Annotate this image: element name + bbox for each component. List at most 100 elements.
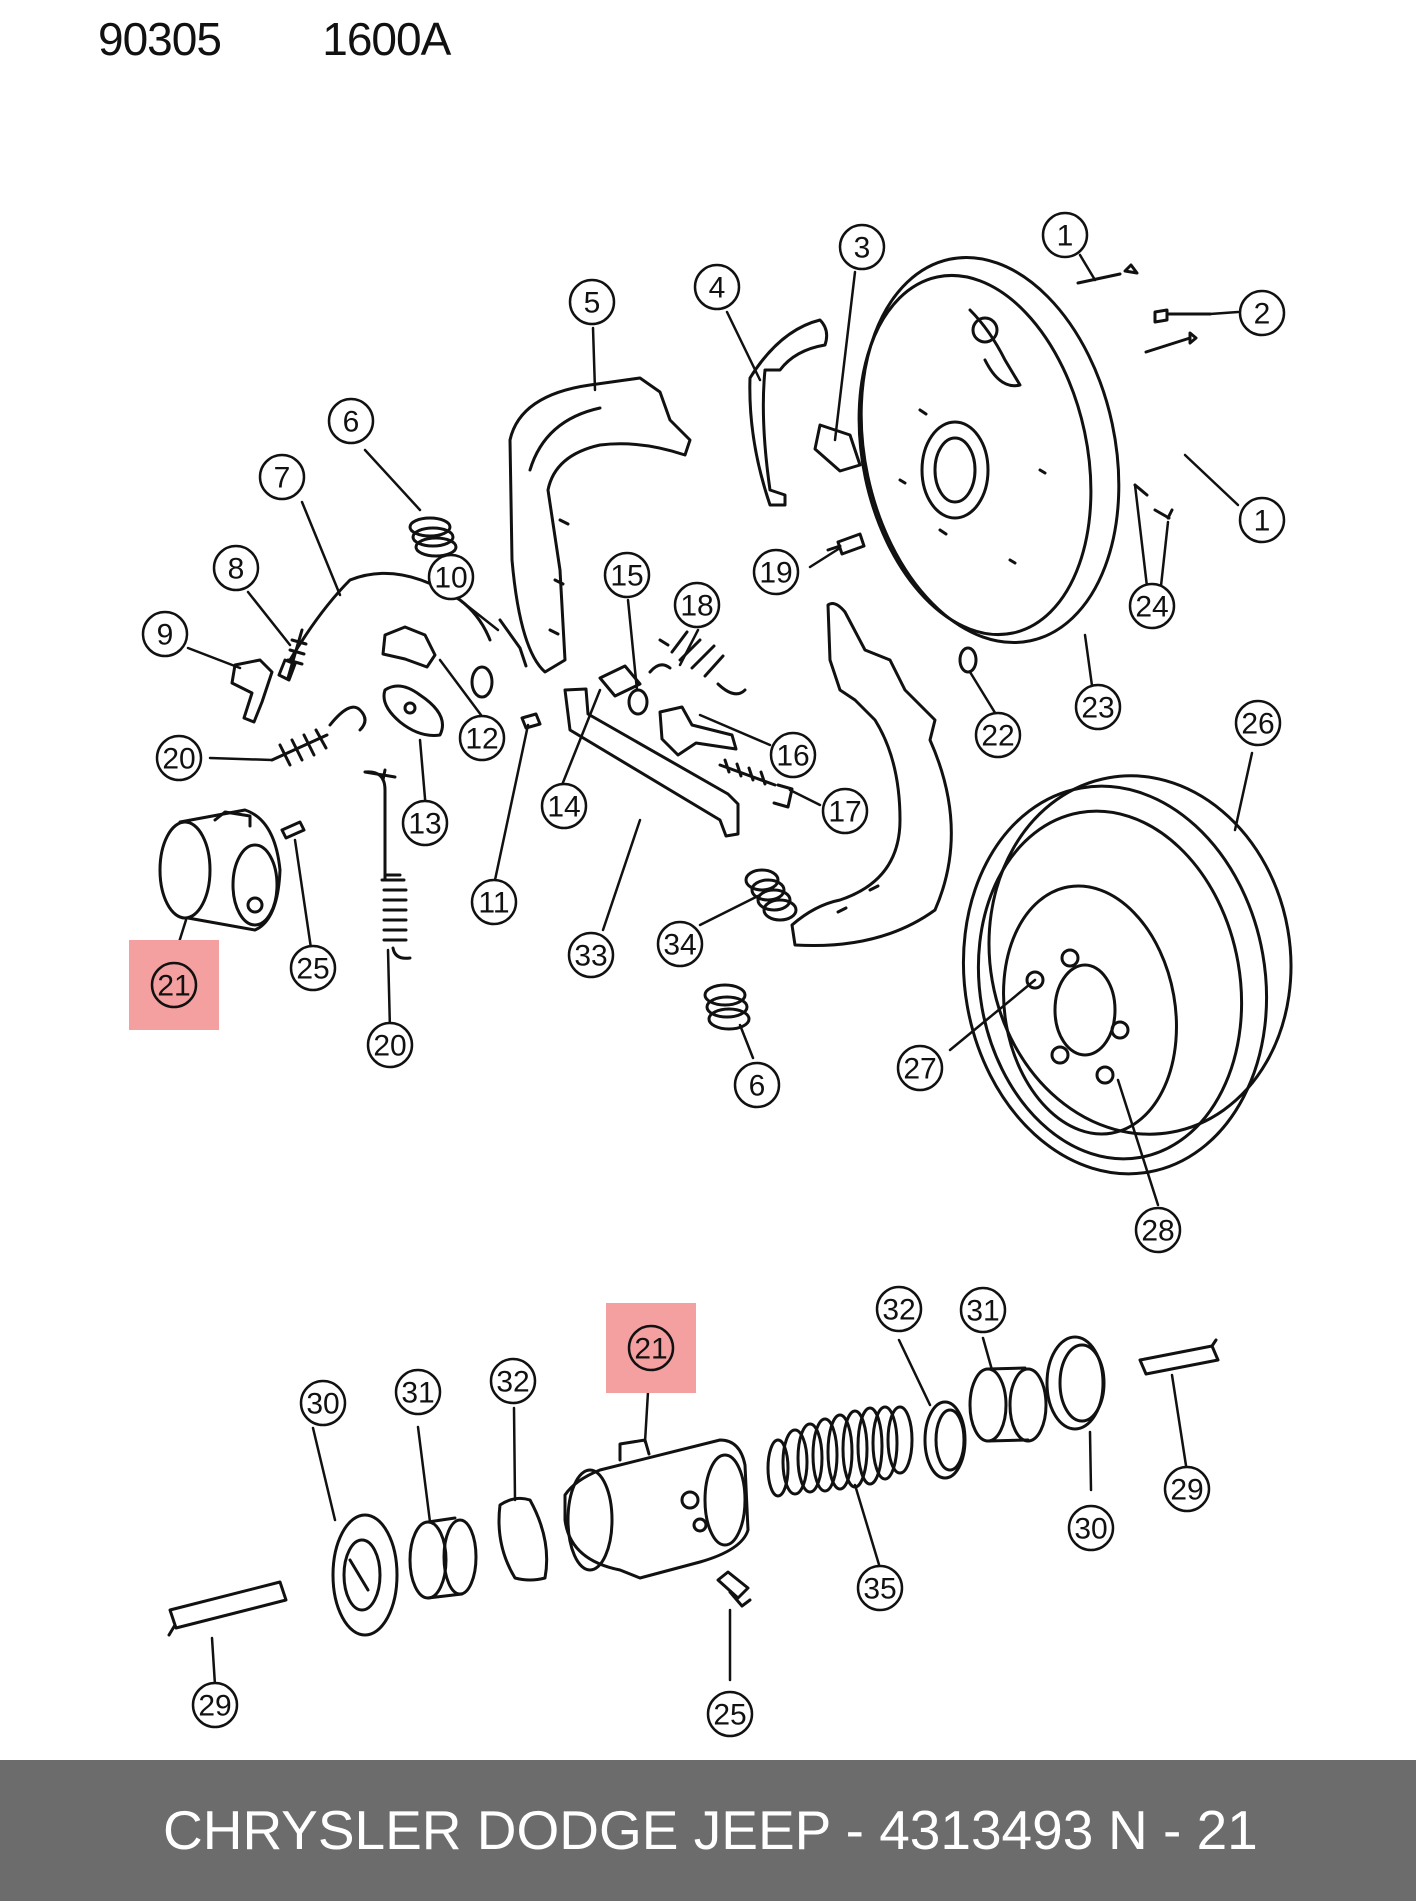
callout-11: 11 — [470, 878, 518, 926]
callout-label: 31 — [401, 1377, 434, 1410]
callout-circle — [401, 799, 449, 847]
callout-1: 1 — [1238, 496, 1286, 544]
callout-30: 30 — [299, 1379, 347, 1427]
document-code: 90305 1600A — [98, 13, 451, 65]
callout-circle — [427, 553, 475, 601]
callout-label: 8 — [228, 553, 245, 586]
callout-label: 7 — [274, 462, 291, 495]
callout-20: 20 — [155, 734, 203, 782]
callout-circle — [1067, 1504, 1115, 1552]
wheel-cylinder-exploded — [167, 1335, 1220, 1637]
callout-circle — [1234, 699, 1282, 747]
callout-circle — [856, 1564, 904, 1612]
callout-20: 20 — [366, 1021, 414, 1069]
callout-label: 1 — [1057, 220, 1074, 253]
callout-circle — [769, 731, 817, 779]
callout-label: 30 — [306, 1388, 339, 1421]
callout-8: 8 — [212, 544, 260, 592]
callout-label: 17 — [828, 796, 861, 829]
callout-circle — [959, 1286, 1007, 1334]
callout-1: 1 — [1041, 211, 1089, 259]
callout-label: 25 — [713, 1699, 746, 1732]
callout-circle — [567, 931, 615, 979]
callout-18: 18 — [673, 581, 721, 629]
callout-circle — [191, 1681, 239, 1729]
callout-13: 13 — [401, 799, 449, 847]
callout-label: 2 — [1254, 298, 1271, 331]
callout-circle — [752, 548, 800, 596]
callout-label: 32 — [496, 1366, 529, 1399]
callout-21: 21 — [129, 940, 219, 1030]
callout-circle — [141, 610, 189, 658]
part-title: CHRYSLER DODGE JEEP - 4313493 — [163, 1799, 1094, 1861]
callout-circle — [1041, 211, 1089, 259]
callout-5: 5 — [568, 278, 616, 326]
callout-circle — [656, 920, 704, 968]
callout-label: 6 — [749, 1070, 766, 1103]
brake-drum — [961, 774, 1293, 1176]
callout-10: 10 — [427, 553, 475, 601]
callout-32: 32 — [489, 1357, 537, 1405]
callout-29: 29 — [191, 1681, 239, 1729]
callout-circle — [212, 544, 260, 592]
callout-circle — [1163, 1465, 1211, 1513]
callout-9: 9 — [141, 610, 189, 658]
callout-circle — [327, 397, 375, 445]
callout-label: 22 — [981, 720, 1014, 753]
callout-35: 35 — [856, 1564, 904, 1612]
callout-4: 4 — [693, 263, 741, 311]
hold-down-spring-top — [408, 516, 458, 558]
brake-assembly-diagram: 1234567891011518192412201314161722232611… — [129, 211, 1293, 1738]
callout-30: 30 — [1067, 1504, 1115, 1552]
callout-circle — [1238, 289, 1286, 337]
callout-label: 23 — [1081, 692, 1114, 725]
callout-25: 25 — [706, 1690, 754, 1738]
callout-2: 2 — [1238, 289, 1286, 337]
callout-circle — [896, 1044, 944, 1092]
callout-17: 17 — [821, 787, 869, 835]
callout-31: 31 — [959, 1286, 1007, 1334]
callout-label: 3 — [854, 232, 871, 265]
callout-circle — [627, 1324, 675, 1372]
callout-31: 31 — [394, 1368, 442, 1416]
callout-19: 19 — [752, 548, 800, 596]
callout-circle — [875, 1285, 923, 1333]
callout-label: 6 — [343, 406, 360, 439]
callout-label: 18 — [680, 590, 713, 623]
backing-plate — [857, 255, 1121, 645]
callout-circle — [838, 223, 886, 271]
hold-down-spring-bottom — [703, 983, 751, 1031]
callout-label: 14 — [547, 791, 580, 824]
callout-32: 32 — [875, 1285, 923, 1333]
callout-circle — [289, 944, 337, 992]
callout-label: 9 — [157, 619, 174, 652]
callout-label: 29 — [1170, 1474, 1203, 1507]
page-reference: N - 21 — [1108, 1799, 1258, 1861]
callout-circle — [1238, 496, 1286, 544]
callout-circle — [693, 263, 741, 311]
callout-highlight — [606, 1303, 696, 1393]
callout-12: 12 — [458, 714, 506, 762]
callout-circle — [458, 714, 506, 762]
callout-circle — [568, 278, 616, 326]
callout-circle — [1134, 1206, 1182, 1254]
callout-33: 33 — [567, 931, 615, 979]
callout-22: 22 — [974, 711, 1022, 759]
callout-label: 34 — [663, 929, 696, 962]
callout-label: 25 — [296, 953, 329, 986]
callout-28: 28 — [1134, 1206, 1182, 1254]
callout-6: 6 — [327, 397, 375, 445]
callout-25: 25 — [289, 944, 337, 992]
callout-circle — [394, 1368, 442, 1416]
callout-label: 28 — [1141, 1215, 1174, 1248]
callout-label: 20 — [373, 1030, 406, 1063]
callout-label: 31 — [966, 1295, 999, 1328]
callout-circle — [974, 711, 1022, 759]
callout-circle — [150, 961, 198, 1009]
callout-27: 27 — [896, 1044, 944, 1092]
callout-label: 26 — [1241, 708, 1274, 741]
callout-label: 35 — [863, 1573, 896, 1606]
callout-label: 15 — [610, 560, 643, 593]
callout-label: 16 — [776, 740, 809, 773]
callout-label: 30 — [1074, 1513, 1107, 1546]
